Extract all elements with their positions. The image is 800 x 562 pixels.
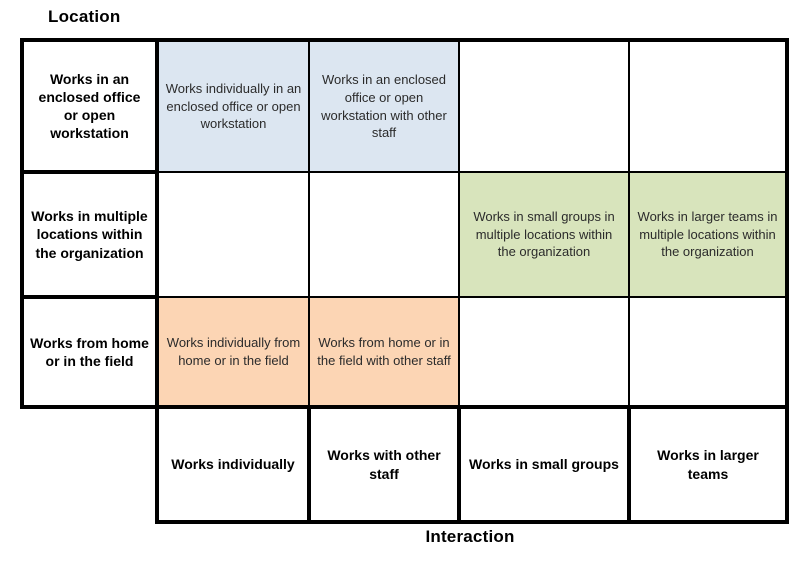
matrix-table: Works in an enclosed office or open work… — [20, 38, 789, 524]
row-header-home-field: Works from home or in the field — [20, 295, 159, 409]
col-footer-other-staff: Works with other staff — [307, 405, 461, 524]
matrix-cell-r2c0: Works individually from home or in the f… — [156, 296, 310, 409]
matrix-row-home-field: Works from home or in the field Works in… — [20, 295, 789, 409]
corner-spacer — [22, 407, 157, 522]
x-axis-title: Interaction — [425, 527, 515, 546]
row-header-multiple-locations: Works in multiple locations within the o… — [20, 170, 159, 299]
matrix-cell-r1c0 — [156, 171, 310, 298]
matrix-footer-row: Works individually Works with other staf… — [22, 405, 789, 524]
matrix-cell-r0c0: Works individually in an enclosed office… — [156, 38, 310, 173]
matrix-cell-r0c2 — [458, 38, 630, 173]
matrix-row-multiple-locations: Works in multiple locations within the o… — [20, 170, 789, 299]
row-header-office: Works in an enclosed office or open work… — [20, 38, 159, 174]
matrix-cell-r1c2: Works in small groups in multiple locati… — [458, 171, 630, 298]
matrix-cell-r2c2 — [458, 296, 630, 409]
matrix-cell-r1c1 — [308, 171, 460, 298]
col-footer-individually: Works individually — [155, 405, 311, 524]
matrix-row-office: Works in an enclosed office or open work… — [20, 38, 789, 174]
col-footer-small-groups: Works in small groups — [457, 405, 631, 524]
matrix-cell-r0c3 — [628, 38, 789, 173]
matrix-cell-r2c1: Works from home or in the field with oth… — [308, 296, 460, 409]
matrix-cell-r0c1: Works in an enclosed office or open work… — [308, 38, 460, 173]
matrix-cell-r2c3 — [628, 296, 789, 409]
y-axis-title: Location — [48, 7, 121, 26]
matrix-cell-r1c3: Works in larger teams in multiple locati… — [628, 171, 789, 298]
col-footer-larger-teams: Works in larger teams — [627, 405, 789, 524]
